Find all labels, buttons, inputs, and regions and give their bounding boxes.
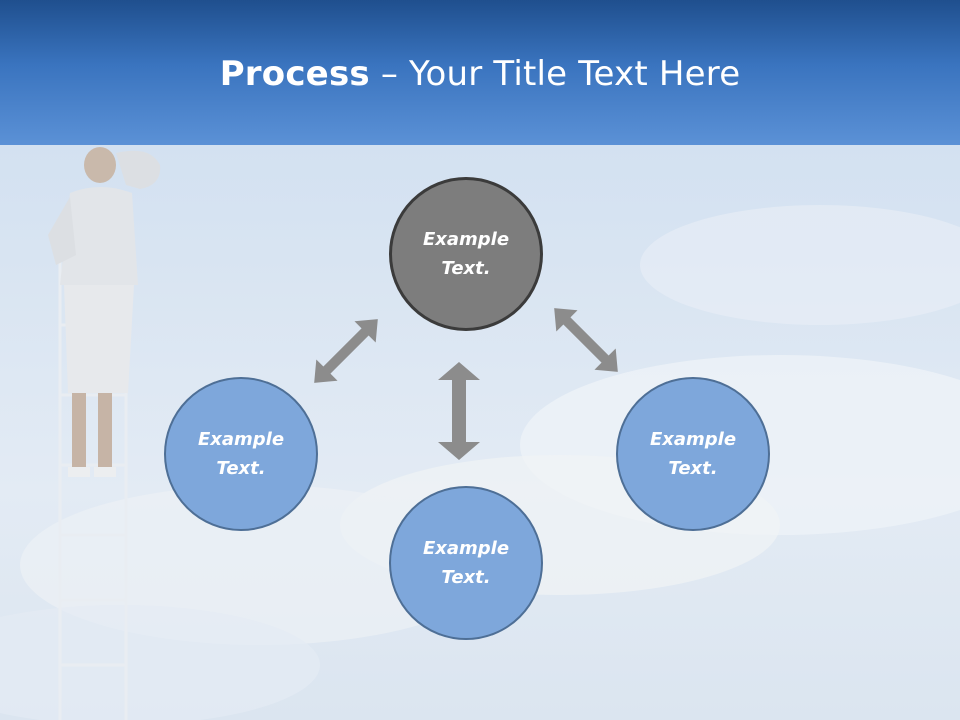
double-arrow-icon <box>314 319 378 383</box>
process-node-bottom: Example Text. <box>389 486 543 640</box>
double-arrow-icon <box>438 362 480 460</box>
node-center-text: Example Text. <box>422 229 510 279</box>
process-node-left: Example Text. <box>164 377 318 531</box>
node-right-text: Example Text. <box>649 429 737 479</box>
title-bold-part: Process <box>219 54 370 94</box>
node-bottom-text: Example Text. <box>422 538 510 588</box>
double-arrow-icon <box>554 308 618 372</box>
page-title: Process – Your Title Text Here <box>0 52 960 96</box>
node-left-text: Example Text. <box>197 429 285 479</box>
process-node-right: Example Text. <box>616 377 770 531</box>
person-graphic <box>48 147 161 477</box>
title-rest-part: – Your Title Text Here <box>369 54 741 94</box>
process-node-center: Example Text. <box>389 177 543 331</box>
header-bar <box>0 0 960 145</box>
